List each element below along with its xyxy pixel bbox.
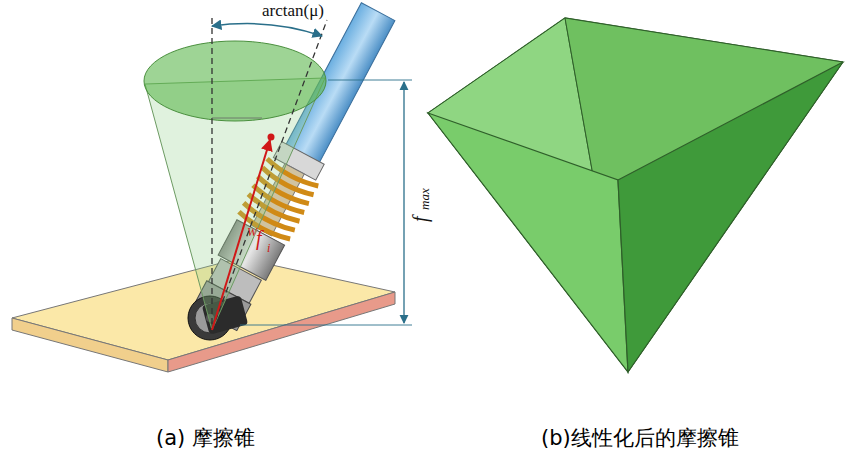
frame-superscript: W bbox=[247, 226, 257, 238]
force-symbol: f bbox=[256, 228, 262, 248]
max-force-subscript: max bbox=[418, 188, 431, 210]
max-force-symbol: f bbox=[410, 216, 430, 222]
caption-b: (b)线性化后的摩擦锥 bbox=[541, 428, 739, 449]
force-subscript: i bbox=[267, 242, 270, 254]
caption-a: (a) 摩擦锥 bbox=[156, 428, 255, 449]
angle-label: arctan(μ) bbox=[262, 2, 324, 19]
